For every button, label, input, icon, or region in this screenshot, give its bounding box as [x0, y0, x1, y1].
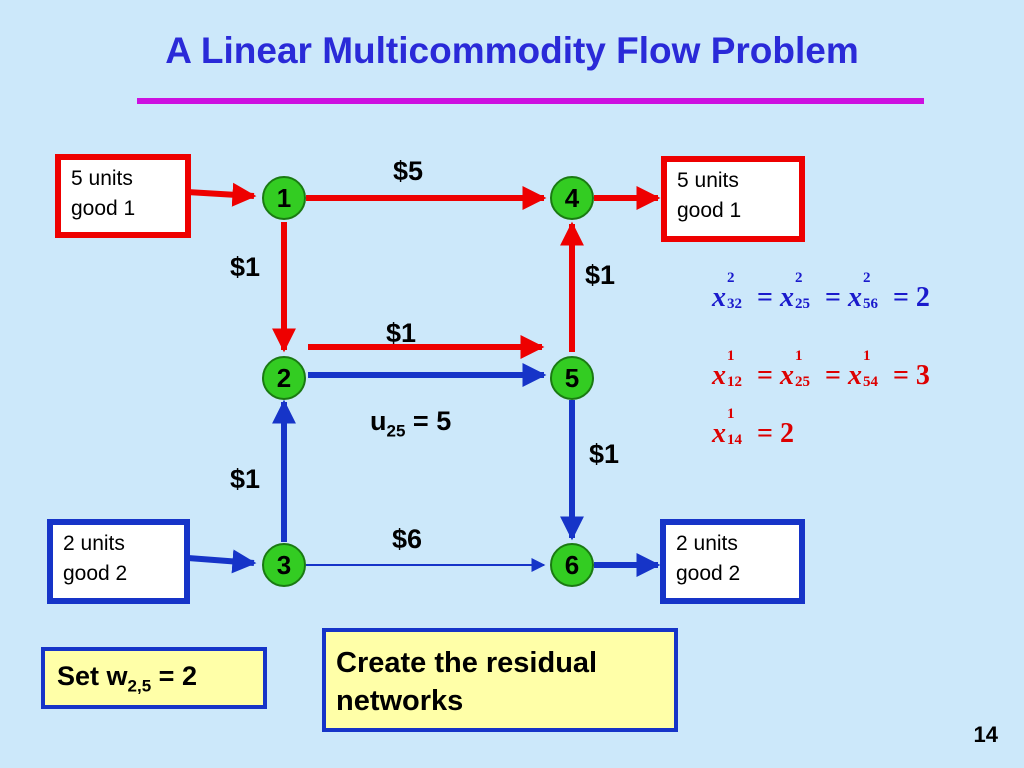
- callout-line1: Create the residual: [336, 647, 598, 679]
- cost-label-5-4: $1: [585, 260, 616, 290]
- node-1: 1: [262, 176, 306, 220]
- demand-box-good1: 5 units good 1: [661, 156, 805, 242]
- slide-title: A Linear Multicommodity Flow Problem: [165, 30, 859, 71]
- node-4: 4: [550, 176, 594, 220]
- node-6: 6: [550, 543, 594, 587]
- supply-box-good2: 2 units good 2: [47, 519, 190, 604]
- supply-box-line1: 2 units: [63, 532, 125, 555]
- cost-label-3-6: $6: [392, 524, 423, 554]
- cost-label-1-2: $1: [230, 252, 261, 282]
- node-2: 2: [262, 356, 306, 400]
- capacity-label-2-5: u25 = 5: [370, 406, 451, 441]
- node-5: 5: [550, 356, 594, 400]
- page-number: 14: [973, 722, 998, 747]
- title-underline: [137, 98, 924, 104]
- demand-box-line1: 2 units: [676, 532, 738, 555]
- capacity-value: = 5: [405, 406, 452, 436]
- demand-box-line1: 5 units: [677, 169, 739, 192]
- demand-box-line2: good 2: [676, 562, 741, 585]
- demand-box-good2: 2 units good 2: [660, 519, 805, 604]
- cost-label-5-6: $1: [589, 439, 620, 469]
- node-3: 3: [262, 543, 306, 587]
- cost-label-2-5: $1: [386, 318, 417, 348]
- demand-box-line2: good 1: [677, 199, 742, 222]
- eq-value: 3: [915, 360, 930, 391]
- supply-box-good1: 5 units good 1: [55, 154, 191, 238]
- supply-box-line2: good 2: [63, 562, 128, 585]
- supply-box-line2: good 1: [71, 197, 136, 220]
- cost-label-1-4: $5: [393, 156, 424, 186]
- edge-supply-to-1: [186, 182, 257, 207]
- capacity-u: u: [370, 406, 387, 436]
- cost-label-3-2: $1: [230, 464, 261, 494]
- set-w-label: Set w2,5 = 2: [41, 647, 267, 709]
- edge-supply-to-3: [187, 549, 257, 574]
- capacity-sub: 25: [386, 421, 406, 441]
- residual-network-callout: Create the residual networks: [322, 628, 678, 732]
- callout-line2: networks: [336, 685, 464, 717]
- eq-value: 2: [779, 418, 794, 449]
- eq-value: 2: [915, 282, 930, 313]
- supply-box-line1: 5 units: [71, 167, 133, 190]
